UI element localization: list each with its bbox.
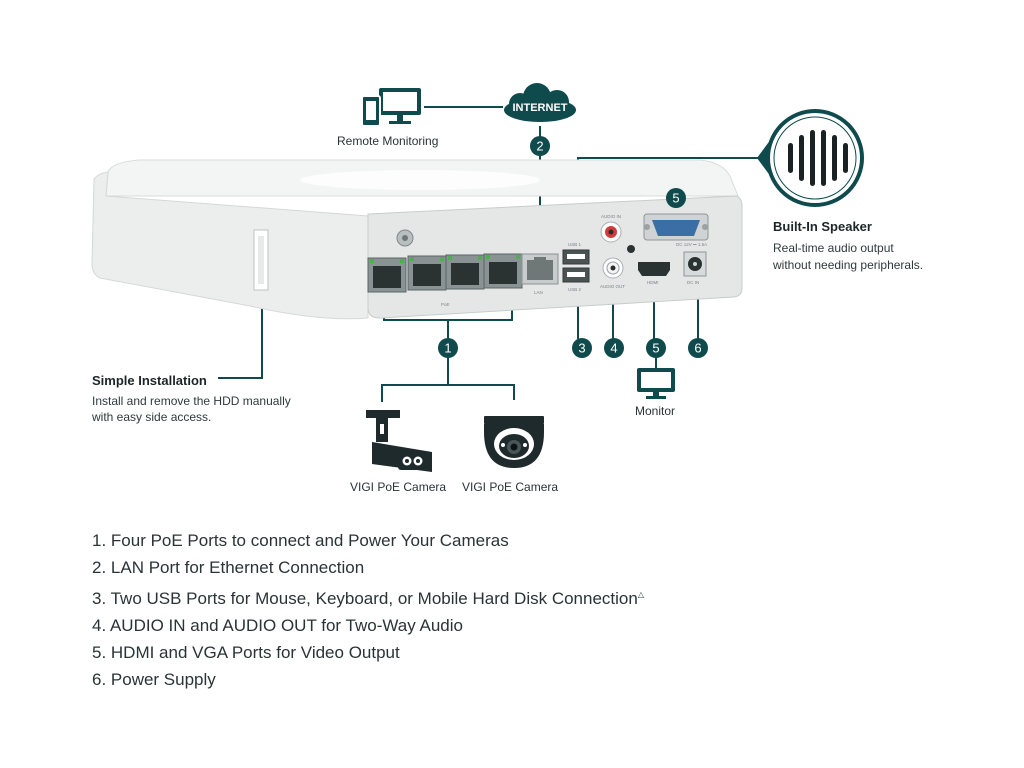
installation-desc-line2: with easy side access. bbox=[92, 410, 212, 424]
speaker-title: Built-In Speaker bbox=[773, 219, 872, 234]
feature-item-5: 5. HDMI and VGA Ports for Video Output bbox=[92, 639, 644, 666]
badge-5-number: 5 bbox=[652, 341, 659, 356]
poe-port-label: PoE bbox=[441, 302, 450, 307]
badge-3: 3 bbox=[572, 338, 592, 358]
power-rating-label: DC 12V ⎓ 1.5A bbox=[676, 242, 707, 247]
feature-list: 1. Four PoE Ports to connect and Power Y… bbox=[92, 527, 644, 693]
speaker-icon bbox=[757, 109, 864, 207]
badge-3-number: 3 bbox=[578, 341, 585, 356]
feature-text-5: 5. HDMI and VGA Ports for Video Output bbox=[92, 643, 400, 662]
feature-text-4: 4. AUDIO IN and AUDIO OUT for Two-Way Au… bbox=[92, 616, 463, 635]
line-camera-branch bbox=[381, 384, 515, 402]
badge-2: 2 bbox=[530, 136, 550, 156]
feature-text-2: 2. LAN Port for Ethernet Connection bbox=[92, 558, 365, 577]
internet-label: INTERNET bbox=[513, 102, 568, 114]
feature-text-6: 6. Power Supply bbox=[92, 670, 216, 689]
installation-title: Simple Installation bbox=[92, 373, 207, 388]
footnote-mark: △ bbox=[637, 590, 644, 599]
number-badges: 2 5 1 3 4 5 6 bbox=[438, 136, 708, 358]
feature-text-1: 1. Four PoE Ports to connect and Power Y… bbox=[92, 531, 509, 550]
installation-desc-line1: Install and remove the HDD manually bbox=[92, 394, 291, 408]
feature-item-4: 4. AUDIO IN and AUDIO OUT for Two-Way Au… bbox=[92, 612, 644, 639]
hdmi-port-label: HDMI bbox=[647, 280, 659, 285]
bullet-camera-icon bbox=[366, 410, 432, 472]
remote-monitoring-label: Remote Monitoring bbox=[337, 134, 439, 148]
hdmi-port bbox=[638, 262, 670, 276]
badge-4-number: 4 bbox=[610, 341, 617, 356]
feature-item-6: 6. Power Supply bbox=[92, 666, 644, 693]
feature-item-2: 2. LAN Port for Ethernet Connection bbox=[92, 554, 644, 581]
camera2-label: VIGI PoE Camera bbox=[462, 480, 559, 494]
dc-in-port-label: DC IN bbox=[687, 280, 699, 285]
audio-out-port-label: AUDIO OUT bbox=[600, 284, 625, 289]
badge-5-vga: 5 bbox=[666, 188, 686, 208]
badge-1-number: 1 bbox=[444, 341, 451, 356]
remote-monitoring-icon bbox=[361, 88, 421, 127]
feature-item-1: 1. Four PoE Ports to connect and Power Y… bbox=[92, 527, 644, 554]
usb1-port-label: USB 1 bbox=[568, 242, 582, 247]
nvr-device: PoE LAN USB 1 USB 2 AUDIO IN AUDIO OUT H… bbox=[91, 159, 743, 320]
usb-ports bbox=[562, 249, 590, 283]
audio-in-port-label: AUDIO IN bbox=[601, 214, 621, 219]
badge-2-number: 2 bbox=[536, 139, 543, 154]
usb2-port-label: USB 2 bbox=[568, 287, 582, 292]
lan-port bbox=[521, 253, 559, 285]
monitor-icon bbox=[637, 368, 675, 399]
monitor-label: Monitor bbox=[635, 404, 676, 418]
poe-ports bbox=[367, 253, 523, 293]
badge-5-vga-number: 5 bbox=[672, 191, 679, 206]
lan-port-label: LAN bbox=[534, 290, 543, 295]
speaker-desc-line2: without needing peripherals. bbox=[773, 258, 924, 272]
audio-ports bbox=[600, 221, 635, 279]
badge-6: 6 bbox=[688, 338, 708, 358]
speaker-desc-line1: Real-time audio output bbox=[773, 241, 894, 255]
camera1-label: VIGI PoE Camera bbox=[350, 480, 447, 494]
dc-power-port bbox=[683, 251, 707, 277]
turret-camera-icon bbox=[484, 416, 544, 468]
badge-6-number: 6 bbox=[694, 341, 701, 356]
badge-5: 5 bbox=[646, 338, 666, 358]
feature-text-3: 3. Two USB Ports for Mouse, Keyboard, or… bbox=[92, 589, 638, 608]
feature-item-3: 3. Two USB Ports for Mouse, Keyboard, or… bbox=[92, 581, 644, 612]
badge-4: 4 bbox=[604, 338, 624, 358]
vga-port bbox=[643, 213, 709, 241]
internet-cloud-icon bbox=[504, 83, 576, 122]
badge-1: 1 bbox=[438, 338, 458, 358]
